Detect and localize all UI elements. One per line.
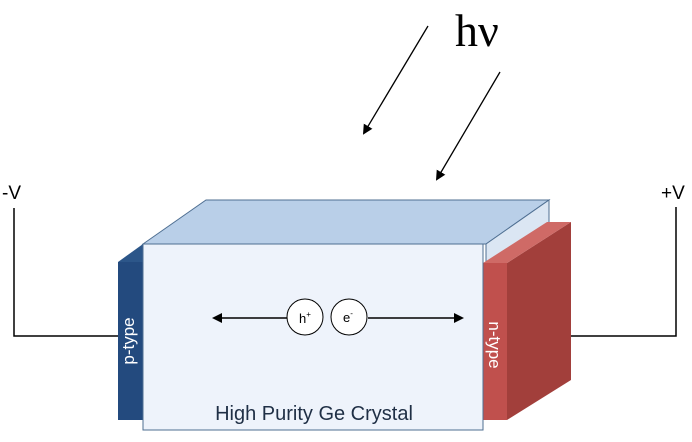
p-type-label: p-type [119, 317, 138, 364]
n-type-contact-top [483, 222, 571, 263]
crystal-label: High Purity Ge Crystal [215, 403, 413, 425]
photon-label: hν [455, 5, 499, 56]
negative-bias-wire [13, 208, 118, 337]
positive-bias-wire [571, 207, 677, 337]
crystal-top-face [141, 199, 551, 245]
hole-label: h+ [299, 310, 311, 326]
n-type-contact [483, 263, 507, 420]
photon-arrow-right [435, 71, 501, 181]
electron-carrier [330, 298, 368, 336]
negative-voltage-label: -V [2, 183, 21, 204]
crystal-front-face [142, 243, 484, 431]
photon-arrow-left [362, 25, 429, 135]
p-type-contact [118, 262, 144, 420]
positive-voltage-label: +V [661, 183, 685, 204]
electron-label: e- [343, 309, 353, 325]
hole-carrier [286, 298, 324, 336]
n-type-label: n-type [485, 321, 504, 368]
p-type-contact-top [118, 244, 143, 262]
n-type-contact-side [507, 222, 571, 420]
